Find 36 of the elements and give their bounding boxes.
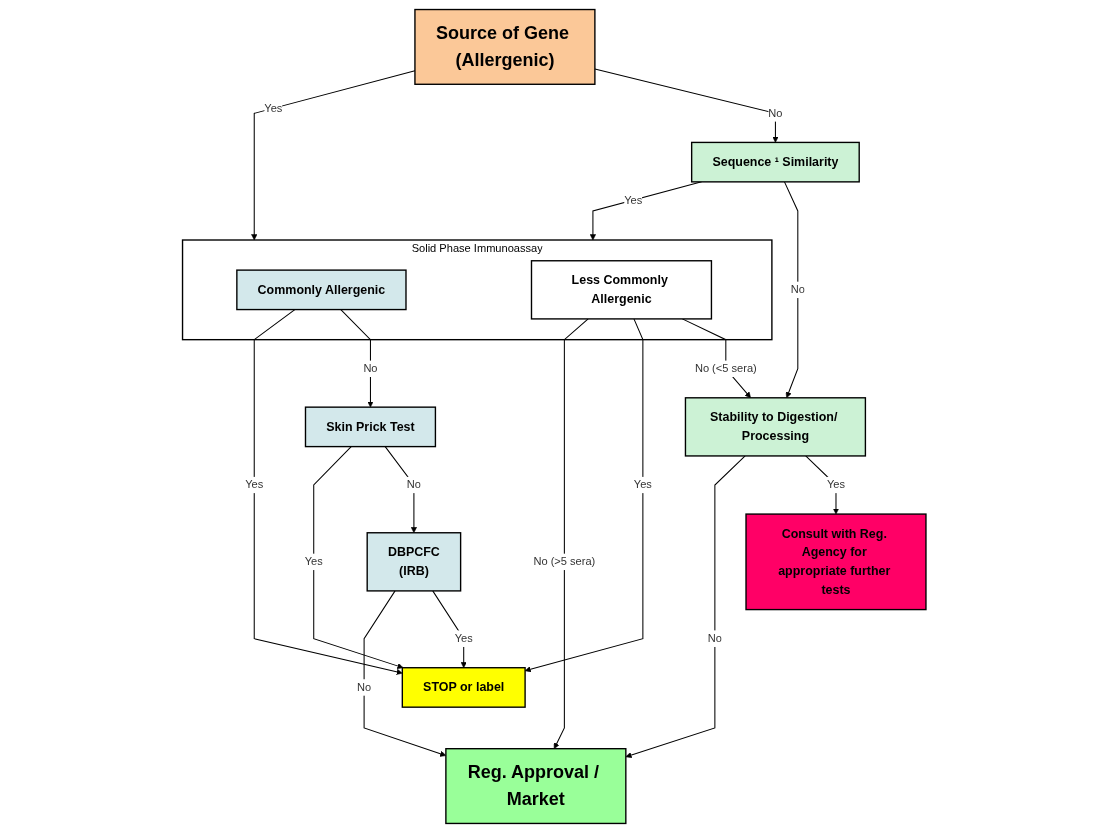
node-box: Consult with Reg. Agency for appropriate further tests [745,512,927,610]
edge-label: No [363,362,378,374]
edge-label: No (>5 sera) [533,555,596,567]
arrow [363,589,447,757]
node-box: STOP or label [401,666,527,708]
edge-label: No [790,283,806,295]
node-box: Source of Gene (Allergenic) [414,8,596,85]
edge-label: No (<5 sera) [695,362,757,374]
edge-label: Yes [304,555,324,567]
edge-label: Yes [827,478,846,491]
edge-label: No [357,680,372,693]
edge-label: No [768,106,783,119]
edge-label: Yes [245,478,264,491]
arrow [525,317,644,672]
node-box: Commonly Allergenic [236,268,407,310]
node-box: DBPCFC (IRB) [366,531,462,592]
arrow [805,454,840,514]
arrow [251,69,416,240]
arrow [784,180,799,398]
edge-label: Yes [264,101,283,114]
node-box: Less Commonly Allergenic [531,259,713,320]
arrow [554,317,589,749]
edge-label: Yes [624,193,643,206]
node-box: Stability to Digestion/ Processing [685,396,867,457]
node-box: Skin Prick Test [305,405,437,447]
arrow [313,445,404,669]
edge-label: No [407,478,422,491]
edge-label: Yes [634,478,653,491]
arrow [432,589,467,668]
arrow [253,308,403,675]
node-box: Sequence ¹ Similarity [691,141,861,183]
edge-label: No [708,631,723,644]
edge-label: Yes [454,631,473,644]
arrow [384,445,418,533]
node-box: Reg. Approval / Market [445,747,627,824]
arrow [340,308,374,407]
